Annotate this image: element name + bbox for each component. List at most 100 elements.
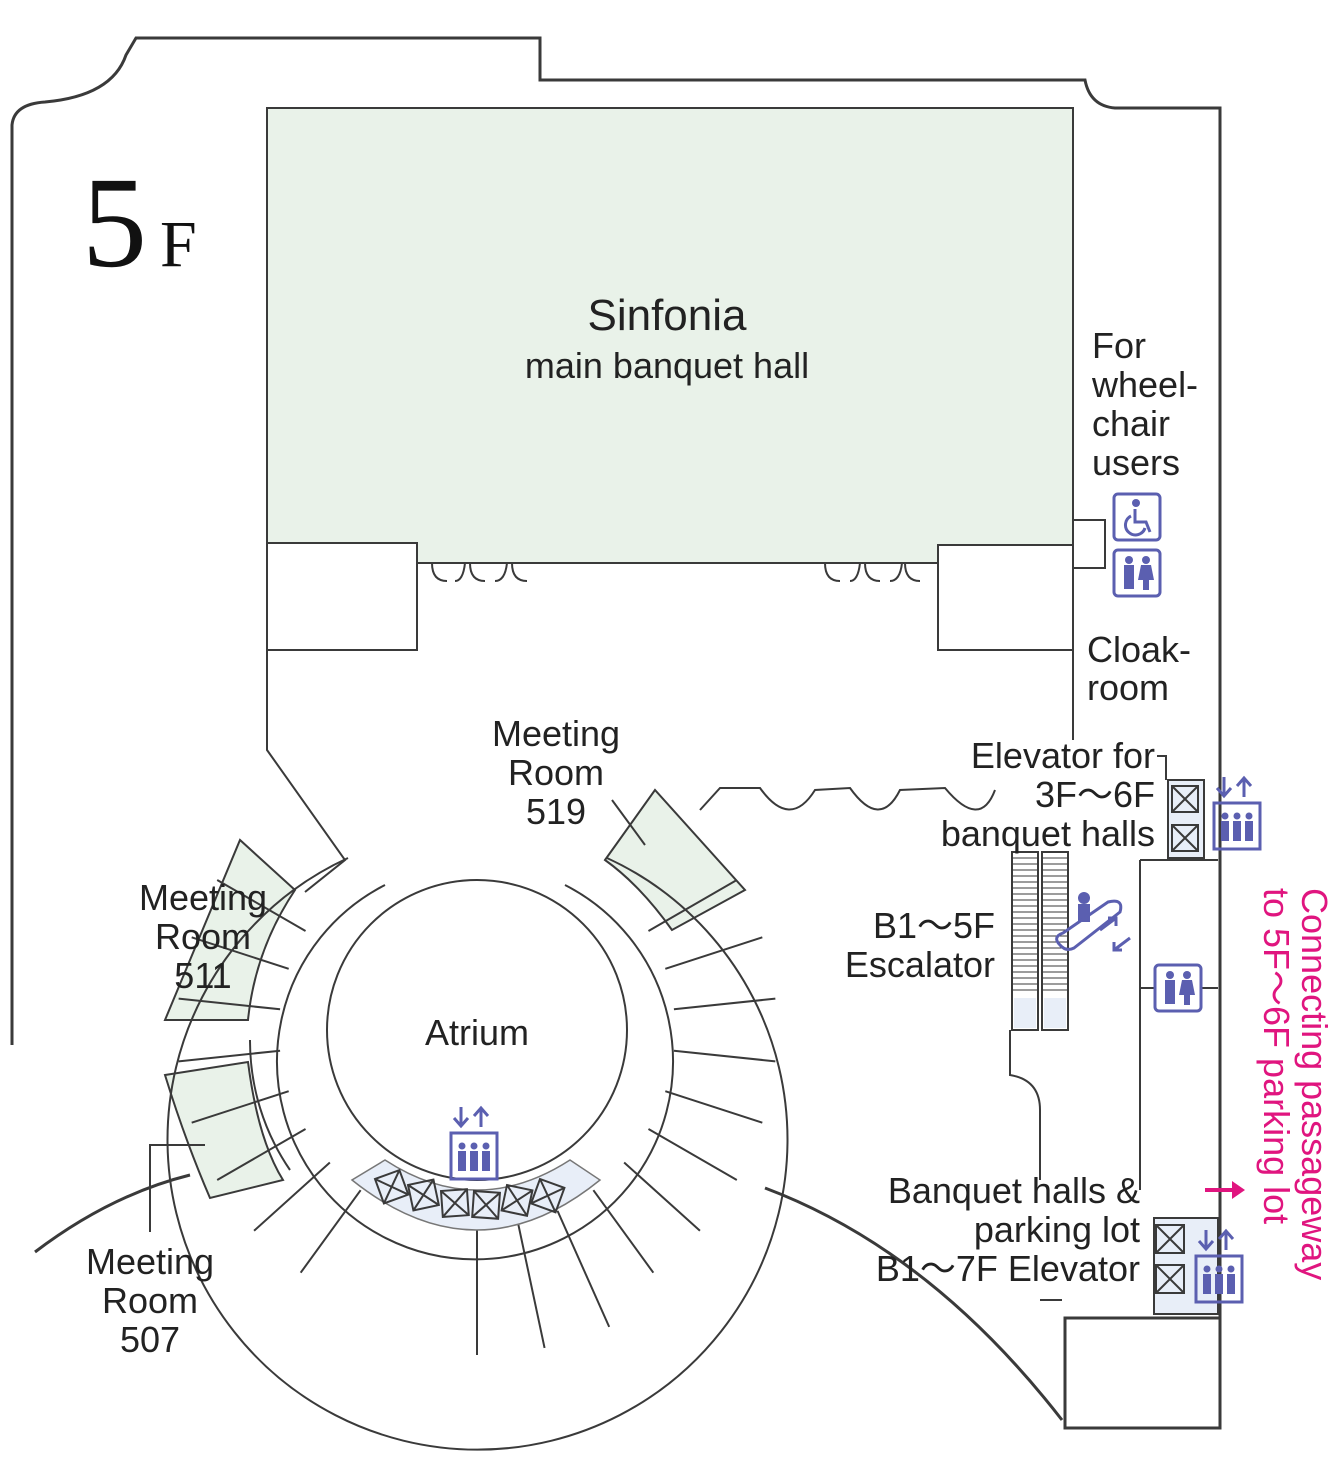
- up-down-arrows-icon: [1215, 775, 1253, 799]
- shaft-cross: [530, 1178, 565, 1213]
- leader-elevator-3f-6f: [1157, 755, 1167, 780]
- shaft-cross: [440, 1188, 470, 1218]
- atrium-label: Atrium: [425, 1012, 529, 1053]
- person-icon: [470, 1142, 478, 1150]
- shaft-box: [406, 1178, 441, 1212]
- escalator-label: B1～5F Escalator: [845, 905, 995, 985]
- label-line: Room: [102, 1280, 198, 1321]
- label-line: 519: [526, 791, 586, 832]
- person-icon: [1215, 1265, 1223, 1273]
- label-line: B1～7F Elevator: [876, 1248, 1140, 1289]
- up-down-arrows-icon: [452, 1105, 490, 1129]
- elevator-car-icon: [449, 1131, 499, 1181]
- label-line: Connecting passageway: [1294, 888, 1335, 1280]
- label-line: to 5F～6F parking lot: [1256, 888, 1297, 1224]
- ring-divider: [299, 1189, 362, 1274]
- restroom-icon: [1153, 963, 1203, 1013]
- label-line: chair: [1092, 403, 1170, 444]
- sinfonia-subtitle: main banquet hall: [525, 345, 809, 386]
- floor-suffix: F: [160, 208, 197, 281]
- ring-divider: [647, 879, 738, 932]
- person-icon: [470, 1151, 478, 1171]
- person-icon: [1221, 812, 1229, 820]
- meeting-room-507[interactable]: [163, 1060, 285, 1200]
- person-icon: [1245, 821, 1253, 841]
- wheelchair-users-label: For wheel- chair users: [1091, 325, 1198, 483]
- wheelchair-icon: [1112, 492, 1162, 542]
- person-icon: [1233, 812, 1241, 820]
- ring-divider: [673, 1049, 776, 1063]
- label-line: Escalator: [845, 944, 995, 985]
- shaft-cross: [471, 1190, 501, 1220]
- ring-divider: [191, 936, 289, 970]
- corridor-walls: [266, 650, 1074, 893]
- shaft-box: [529, 1177, 566, 1214]
- ring-divider: [556, 1210, 611, 1328]
- elevator-shaft: [406, 1178, 441, 1212]
- label-line: banquet halls: [941, 813, 1155, 854]
- ring-divider: [673, 997, 776, 1011]
- person-icon: [482, 1142, 490, 1150]
- shaft-box: [373, 1168, 410, 1205]
- label-line: B1～5F: [873, 905, 995, 946]
- person-icon: [1227, 1265, 1235, 1273]
- elevator-car-icon: [1194, 1254, 1244, 1304]
- shaft-cross: [501, 1184, 533, 1217]
- meeting-room-519-label: Meeting Room 519: [492, 713, 620, 832]
- label-line: For: [1092, 325, 1146, 366]
- ring-divider: [253, 1161, 331, 1232]
- person-icon: [1221, 821, 1229, 841]
- shaft-box: [471, 1189, 502, 1220]
- sinfonia-hall[interactable]: [266, 107, 1074, 564]
- ring-divider: [665, 936, 763, 970]
- floor-number: 5: [82, 151, 147, 295]
- elevator-shaft: [373, 1168, 410, 1205]
- shaft-box: [500, 1183, 534, 1218]
- person-icon: [1245, 812, 1253, 820]
- person-icon: [1215, 1274, 1223, 1294]
- person-icon: [1227, 1274, 1235, 1294]
- elevator-b1-7f-label: Banquet halls & parking lot B1～7F Elevat…: [876, 1170, 1140, 1289]
- person-icon: [458, 1151, 466, 1171]
- label-line: Room: [508, 752, 604, 793]
- elevator-shaft: [471, 1189, 502, 1220]
- side-room-left: [266, 542, 418, 651]
- label-line: Meeting: [139, 877, 267, 918]
- elevator-3f-6f-label: Elevator for 3F～6F banquet halls: [941, 735, 1155, 854]
- person-icon: [458, 1142, 466, 1150]
- label-line: Meeting: [492, 713, 620, 754]
- meeting-room-507-label: Meeting Room 507: [86, 1241, 214, 1360]
- restroom-icon: [1112, 548, 1162, 598]
- person-icon: [1203, 1265, 1211, 1273]
- person-icon: [1203, 1274, 1211, 1294]
- up-down-arrows-icon: [1197, 1228, 1235, 1252]
- label-line: Cloak-: [1087, 629, 1191, 670]
- elevator-shaft: [500, 1183, 534, 1218]
- label-line: users: [1092, 442, 1180, 483]
- label-line: wheel-: [1091, 364, 1198, 405]
- cloakroom-label: Cloak- room: [1087, 629, 1191, 708]
- person-icon: [482, 1151, 490, 1171]
- meeting-room-519[interactable]: [603, 788, 747, 932]
- ring-divider: [623, 1161, 701, 1232]
- shaft-cross: [374, 1169, 409, 1204]
- elevator-shaft: [439, 1188, 470, 1219]
- meeting-room-511-label: Meeting Room 511: [139, 877, 267, 996]
- ring-inner-arc: [276, 884, 674, 1261]
- ring-divider: [647, 1128, 738, 1181]
- ring-divider: [592, 1189, 655, 1274]
- label-line: 507: [120, 1319, 180, 1360]
- hall-doors-right: [824, 562, 938, 582]
- escalator-landing: [1044, 998, 1066, 1028]
- atrium-elevator-shafts: [373, 1168, 566, 1220]
- label-line: Meeting: [86, 1241, 214, 1282]
- hall-doors-left: [417, 562, 528, 582]
- side-room-right: [937, 544, 1074, 651]
- arrow-right-icon: [1205, 1181, 1245, 1199]
- shaft-box: [439, 1188, 470, 1219]
- label-line: Banquet halls &: [888, 1170, 1140, 1211]
- ring-divider: [191, 1090, 289, 1124]
- leader-519: [611, 799, 646, 846]
- passageway-label[interactable]: Connecting passageway to 5F～6F parking l…: [1256, 888, 1335, 1280]
